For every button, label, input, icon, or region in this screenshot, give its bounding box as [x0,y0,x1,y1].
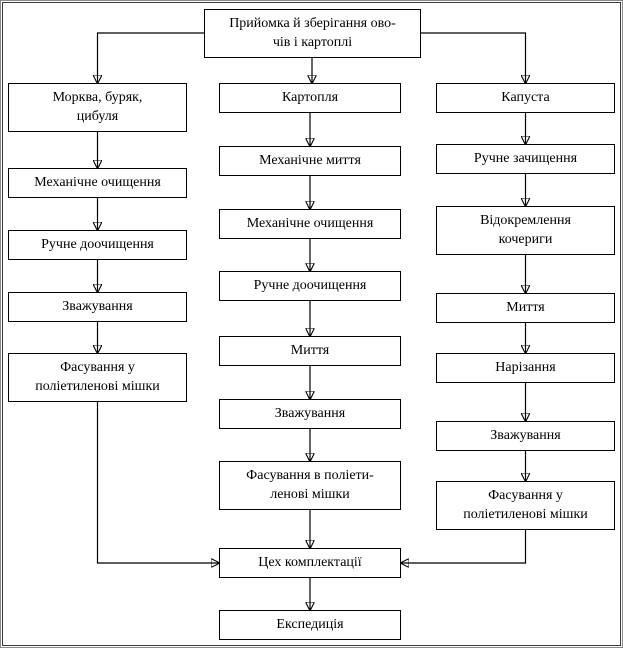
node-carrots-beets-onions: Морква, буряк, цибуля [8,83,187,132]
node-weighing-right: Зважування [436,421,615,451]
node-assembly-shop: Цех комплектації [219,548,401,578]
node-cabbage: Капуста [436,83,615,113]
node-mechanical-washing: Механічне миття [219,146,401,176]
node-manual-recleaning-left: Ручне доочищення [8,230,187,260]
node-reception-storage: Прийомка й зберігання ово- чів і картопл… [204,9,421,58]
node-packing-bags-left: Фасування у поліетиленові мішки [8,353,187,402]
node-mechanical-cleaning-mid: Механічне очищення [219,209,401,239]
node-stalk-separation: Відокремлення кочериги [436,206,615,255]
node-packing-bags-right: Фасування у поліетиленові мішки [436,481,615,530]
node-weighing-mid: Зважування [219,399,401,429]
node-washing-mid: Миття [219,336,401,366]
node-cutting: Нарізання [436,353,615,383]
node-mechanical-cleaning-left: Механічне очищення [8,168,187,198]
arrow-root-to-carrots [98,32,204,83]
node-potatoes: Картопля [219,83,401,113]
node-packing-bags-mid: Фасування в поліети- ленові мішки [219,461,401,510]
arrow-root-to-cabbage [421,32,526,83]
node-expedition: Експедиція [219,610,401,640]
node-manual-recleaning-mid: Ручне доочищення [219,271,401,301]
node-weighing-left: Зважування [8,292,187,322]
arrow-left-to-assembly [96,402,220,563]
node-washing-right: Миття [436,293,615,323]
arrow-right-to-assembly [401,530,527,563]
node-manual-trimming: Ручне зачищення [436,144,615,174]
